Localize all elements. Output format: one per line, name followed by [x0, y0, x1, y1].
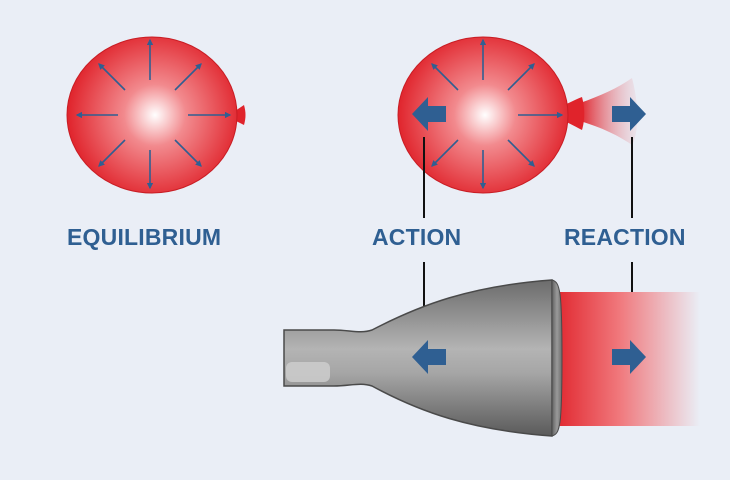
pressure-arrows	[75, 38, 232, 190]
pressure-arrows	[431, 38, 564, 190]
thrust-balloon	[397, 36, 646, 194]
balloon-action-arrow	[412, 97, 446, 131]
escaping-air-jet	[580, 78, 638, 145]
balloon-body	[66, 36, 238, 194]
nozzle-reaction-arrow	[612, 340, 646, 374]
action-label: ACTION	[372, 224, 462, 250]
equilibrium-balloon	[66, 36, 246, 194]
nozzle-highlight	[286, 362, 330, 382]
equilibrium-label: EQUILIBRIUM	[67, 224, 222, 250]
rocket-nozzle	[283, 279, 730, 437]
balloon-reaction-arrow	[612, 97, 646, 131]
reaction-label: REACTION	[564, 224, 686, 250]
balloon-body	[397, 36, 569, 194]
nozzle-action-arrow	[412, 340, 446, 374]
nozzle-exit	[551, 279, 563, 437]
